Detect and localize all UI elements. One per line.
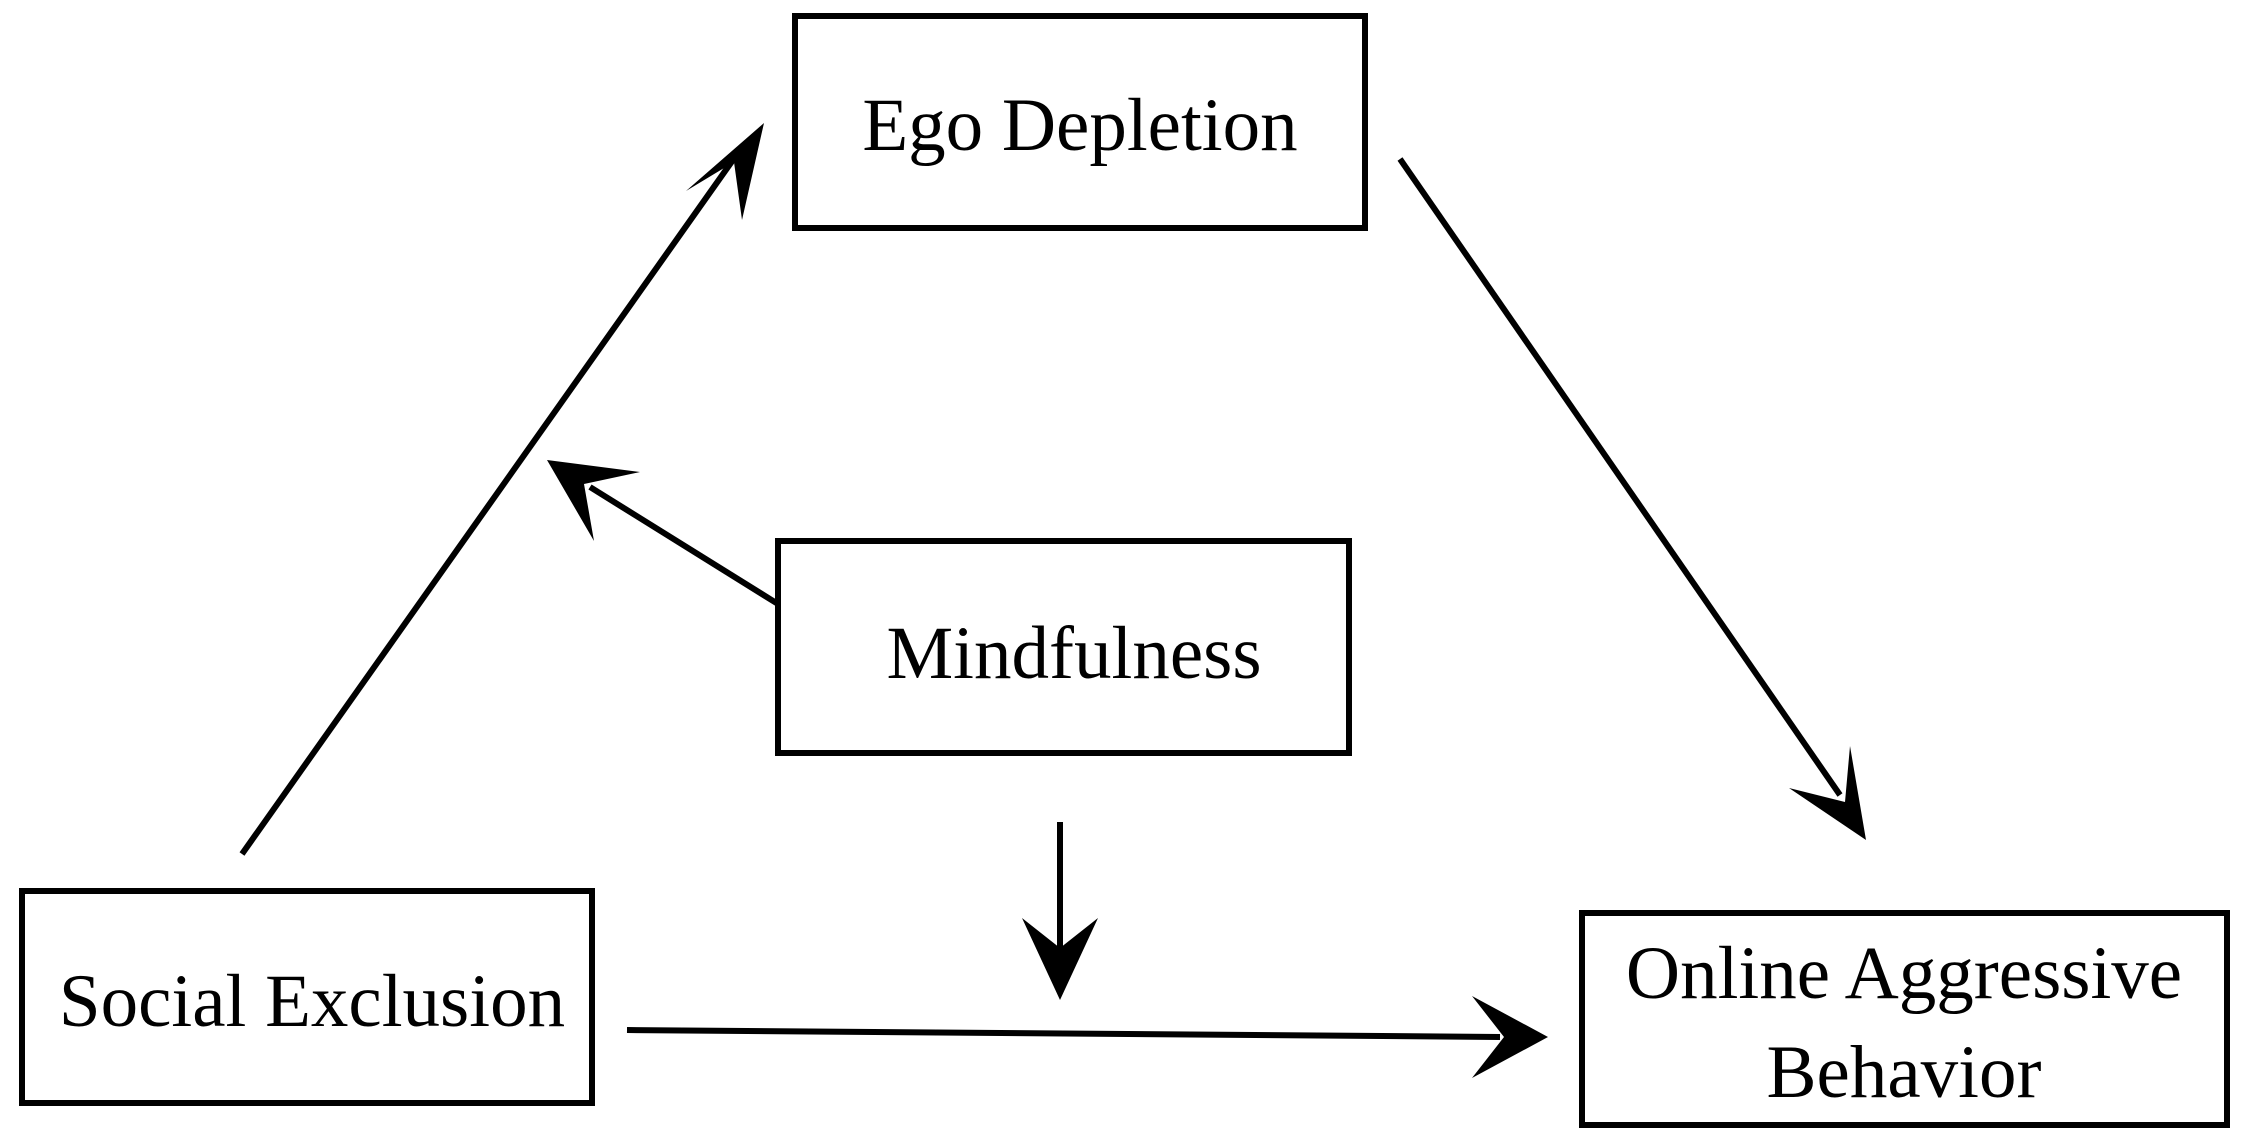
edge-social-exclusion-to-online-aggressive-behavior — [626, 996, 1548, 1078]
arrowhead-online-aggressive-behavior-left — [1472, 996, 1548, 1078]
node-ego-depletion: Ego Depletion — [792, 13, 1368, 231]
node-online-aggressive-behavior-label-line2: Behavior — [1767, 1031, 2042, 1114]
arrowhead-online-aggressive-behavior-top — [1789, 746, 1866, 840]
node-online-aggressive-behavior: Online Aggressive Behavior — [1579, 910, 2230, 1128]
node-mindfulness: Mindfulness — [775, 538, 1352, 756]
arrowhead-path-a — [547, 460, 640, 541]
edge-social-exclusion-to-ego-depletion — [239, 123, 764, 856]
node-mindfulness-label: Mindfulness — [887, 612, 1262, 695]
node-social-exclusion-label: Social Exclusion — [59, 960, 565, 1043]
arrowhead-ego-depletion — [686, 123, 764, 220]
node-ego-depletion-label: Ego Depletion — [862, 84, 1297, 167]
node-social-exclusion: Social Exclusion — [19, 888, 595, 1106]
edge-ego-depletion-to-online-aggressive-behavior — [1397, 157, 1866, 840]
arrowhead-direct-path — [1022, 918, 1098, 1000]
node-online-aggressive-behavior-label-line1: Online Aggressive — [1626, 932, 2182, 1015]
edge-mindfulness-to-direct-path — [1022, 822, 1098, 1000]
edge-mindfulness-to-path-a — [547, 460, 780, 607]
